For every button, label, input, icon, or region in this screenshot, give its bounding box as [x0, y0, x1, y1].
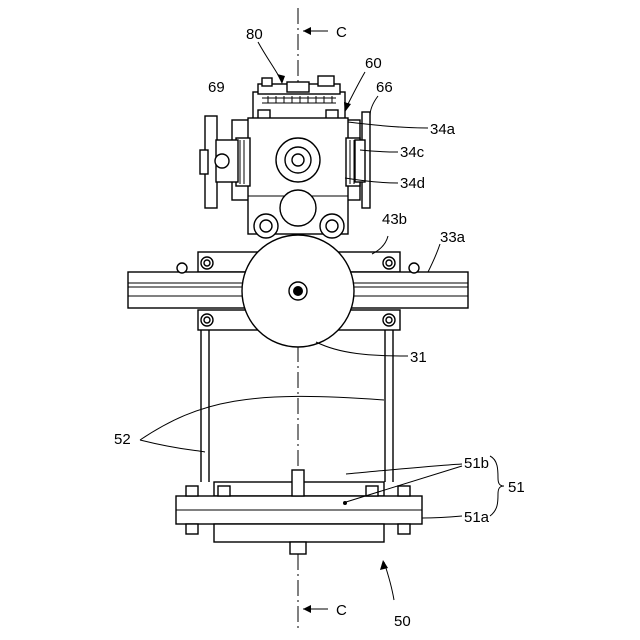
label-33a: 33a [440, 229, 466, 246]
label-51a: 51a [464, 509, 490, 526]
section-label-top: C [336, 24, 347, 41]
label-50: 50 [394, 613, 411, 630]
section-label-bottom: C [336, 602, 347, 619]
rods-52 [201, 330, 393, 482]
label-34c: 34c [400, 144, 425, 161]
label-69: 69 [208, 79, 225, 96]
section-marker-top: C [303, 24, 347, 41]
label-80: 80 [246, 26, 263, 43]
top-housing [253, 76, 345, 120]
label-66: 66 [376, 79, 393, 96]
label-34a: 34a [430, 121, 456, 138]
label-31: 31 [410, 349, 427, 366]
label-51: 51 [508, 479, 525, 496]
base-51 [176, 470, 422, 554]
section-marker-bottom: C [303, 602, 347, 619]
label-34d: 34d [400, 175, 425, 192]
label-51b: 51b [464, 455, 489, 472]
wheel-31 [242, 235, 354, 347]
label-60: 60 [365, 55, 382, 72]
label-52: 52 [114, 431, 131, 448]
label-43b: 43b [382, 211, 407, 228]
